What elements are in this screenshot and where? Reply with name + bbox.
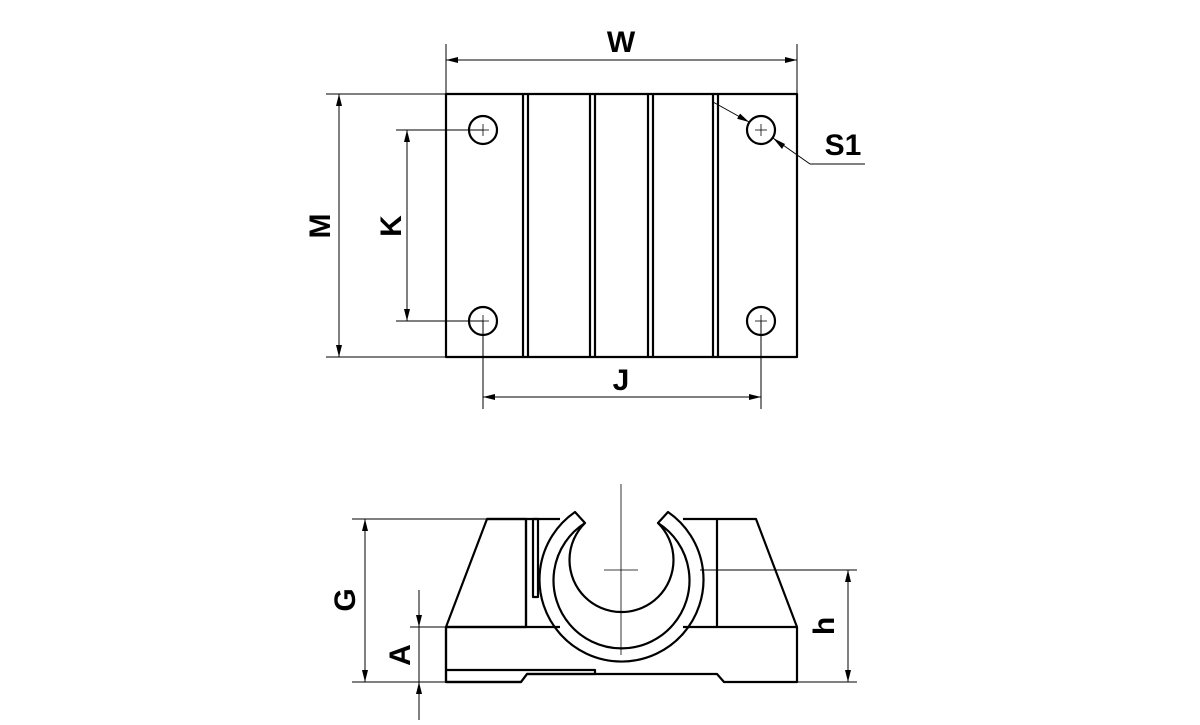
dimension-s1: S1: [712, 101, 865, 165]
groove-lines: [521, 94, 720, 357]
front-view: G A h: [329, 484, 857, 720]
dimension-m: M: [304, 93, 446, 358]
front-view-right-slope: [715, 517, 799, 629]
bearing-bore: [568, 522, 675, 614]
bearing-ring: [538, 510, 705, 663]
label-g: G: [329, 588, 362, 611]
label-m: M: [304, 214, 337, 239]
label-j: J: [613, 364, 630, 397]
mounting-hole-top-right: [745, 114, 777, 146]
dimension-w: W: [445, 26, 798, 94]
front-view-slot: [531, 517, 540, 599]
label-s1: S1: [825, 129, 862, 162]
top-view-block-outline: [444, 92, 799, 359]
dimension-h: h: [797, 570, 857, 683]
front-view-base: [444, 627, 799, 684]
front-view-left-slope: [444, 517, 528, 629]
dimension-j: J: [482, 321, 762, 409]
label-k: K: [375, 215, 408, 237]
dimension-k: K: [375, 129, 483, 322]
dimension-g: G: [329, 518, 487, 683]
label-h: h: [808, 617, 841, 635]
label-w: W: [607, 26, 636, 59]
dimension-a: A: [384, 590, 446, 720]
label-a: A: [384, 644, 417, 666]
top-view: W M K J S1: [304, 26, 865, 409]
